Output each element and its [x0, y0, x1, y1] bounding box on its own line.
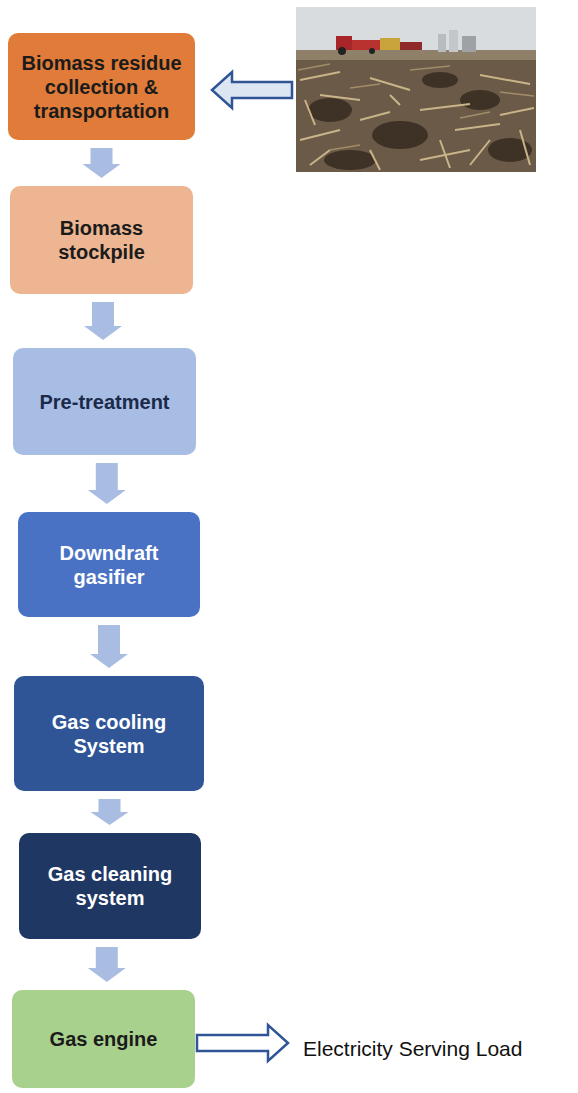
process-box: Biomass residue collection & transportat… — [8, 33, 195, 140]
process-box: Pre-treatment — [13, 348, 196, 455]
arrow-shape — [83, 148, 121, 178]
flow-arrow — [91, 799, 129, 825]
input-arrow — [212, 72, 292, 108]
output-arrow — [197, 1025, 288, 1061]
process-box: Biomass stockpile — [10, 186, 193, 294]
flow-arrow — [88, 947, 126, 982]
output-label: Electricity Serving Load — [303, 1036, 522, 1062]
process-box: Downdraft gasifier — [18, 512, 200, 617]
process-box: Gas cleaning system — [19, 833, 201, 939]
box-text: Gas engine — [50, 1027, 158, 1051]
field-photo — [296, 7, 536, 172]
arrow-shape — [91, 799, 129, 825]
flow-arrow — [90, 625, 128, 668]
flow-arrow — [88, 463, 126, 504]
flow-arrow — [83, 148, 121, 178]
box-text: Downdraft gasifier — [26, 541, 192, 589]
box-text: Gas cleaning system — [27, 862, 193, 910]
flow-arrow — [84, 302, 122, 340]
box-text: Biomass residue collection & transportat… — [16, 51, 187, 123]
box-text: Biomass stockpile — [18, 216, 185, 264]
box-text: Pre-treatment — [39, 390, 169, 414]
arrow-shape — [84, 302, 122, 340]
arrow-shape — [88, 947, 126, 982]
arrow-shape — [88, 463, 126, 504]
arrow-shape — [90, 625, 128, 668]
process-box: Gas cooling System — [14, 676, 204, 791]
box-text: Gas cooling System — [22, 710, 196, 758]
process-box: Gas engine — [12, 990, 195, 1088]
